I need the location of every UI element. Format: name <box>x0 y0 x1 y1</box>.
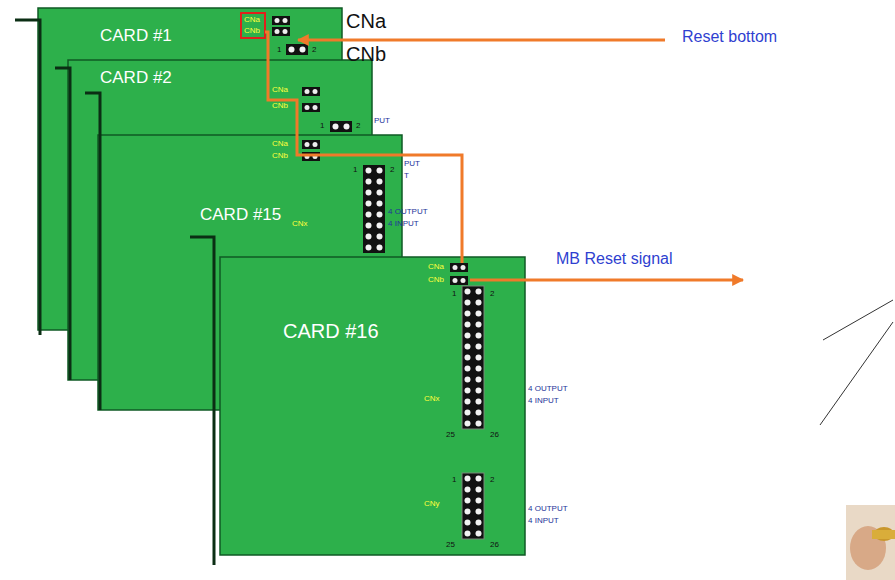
pin-label: PUT <box>404 160 420 169</box>
illustration-part <box>313 105 318 110</box>
pin-label: 2 <box>390 166 394 175</box>
card-board <box>220 257 525 555</box>
illustration-part <box>872 530 895 539</box>
illustration-part <box>283 29 288 34</box>
pin-header <box>363 165 385 253</box>
signal-label: CNa <box>346 10 386 32</box>
pin-label: CNb <box>272 102 288 111</box>
pin-label: 2 <box>356 122 360 131</box>
illustration-part <box>305 105 310 110</box>
reset-wire <box>265 32 462 263</box>
pin-label: 4 OUTPUT <box>528 385 568 394</box>
illustration-part <box>846 505 895 580</box>
jumper <box>272 16 290 36</box>
illustration-part <box>313 142 318 147</box>
illustration-part <box>461 265 466 270</box>
illustration-part <box>272 16 290 25</box>
pin-label: PUT <box>374 117 390 126</box>
pin-header <box>286 44 308 55</box>
illustration-part <box>450 263 468 272</box>
card-label: CARD #16 <box>283 320 379 343</box>
pin-label: T <box>404 172 409 181</box>
signal-label: CNb <box>346 43 386 65</box>
highlight-box <box>241 13 265 38</box>
illustration-part <box>283 18 288 23</box>
illustration-part <box>305 142 310 147</box>
card-bracket <box>55 68 70 380</box>
leader-line <box>823 300 893 340</box>
expansion-card: CARD #15 <box>98 135 402 410</box>
illustration-part <box>302 103 320 112</box>
pin-label: 26 <box>490 541 499 550</box>
reset-wire <box>470 279 743 282</box>
pin-label: CNb <box>428 276 444 285</box>
illustration-part <box>453 265 458 270</box>
reset-wire <box>298 39 665 42</box>
expansion-card: CARD #16 <box>220 257 525 555</box>
card-bracket <box>15 20 40 335</box>
pin-label: 1 <box>320 122 324 131</box>
expansion-card: CARD #1 <box>38 8 342 330</box>
illustration-part <box>302 140 320 149</box>
illustration-part <box>461 278 466 283</box>
pin-label: 4 INPUT <box>388 220 419 229</box>
illustration-part <box>313 89 318 94</box>
pin-label: 2 <box>490 476 494 485</box>
jumper <box>302 87 320 112</box>
card-label: CARD #15 <box>200 205 281 225</box>
illustration-part <box>305 89 310 94</box>
pin-label: 4 INPUT <box>528 517 559 526</box>
pin-label: CNa <box>244 16 260 25</box>
card-label: CARD #1 <box>100 26 172 46</box>
pin-label: CNa <box>272 140 288 149</box>
illustration-part <box>453 278 458 283</box>
jumper <box>450 263 468 285</box>
pin-label: CNa <box>428 263 444 272</box>
illustration-part <box>302 87 320 96</box>
pin-header <box>462 473 484 539</box>
pin-label: 4 OUTPUT <box>388 208 428 217</box>
pin-label: 26 <box>490 431 499 440</box>
signal-label: MB Reset signal <box>556 250 673 268</box>
pin-label: 1 <box>353 166 357 175</box>
pin-label: 1 <box>452 476 456 485</box>
hand-photo <box>846 505 895 580</box>
pin-label: CNy <box>424 500 440 509</box>
pin-label: CNx <box>292 220 308 229</box>
pin-label: CNx <box>424 395 440 404</box>
illustration-part <box>275 29 280 34</box>
pin-label: CNb <box>272 152 288 161</box>
pin-label: 2 <box>490 290 494 299</box>
leader-line <box>820 322 893 425</box>
pin-label: 4 OUTPUT <box>528 505 568 514</box>
pin-label: 25 <box>446 541 455 550</box>
pin-label: CNa <box>272 86 288 95</box>
illustration-part <box>450 276 468 285</box>
card-bracket <box>190 237 214 565</box>
illustration-part <box>272 27 290 36</box>
pin-label: 25 <box>446 431 455 440</box>
card-bracket <box>85 93 100 410</box>
pin-label: CNb <box>244 27 260 36</box>
illustration-part <box>275 18 280 23</box>
pin-header <box>330 121 352 132</box>
pin-label: 1 <box>277 46 281 55</box>
pin-label: 4 INPUT <box>528 397 559 406</box>
pin-header <box>462 286 484 429</box>
signal-label: Reset bottom <box>682 28 777 46</box>
pin-label: 1 <box>452 290 456 299</box>
pin-label: 2 <box>312 46 316 55</box>
card-label: CARD #2 <box>100 68 172 88</box>
jumper <box>302 140 320 161</box>
